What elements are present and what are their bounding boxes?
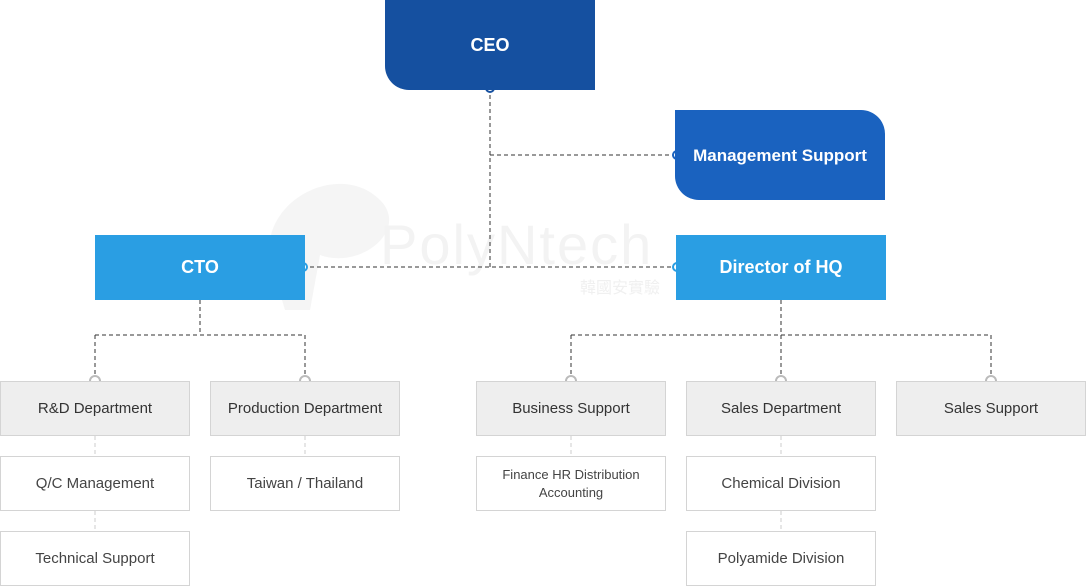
taiwan-thailand-node: Taiwan / Thailand [210,456,400,511]
taiwan-thailand-label: Taiwan / Thailand [246,475,364,492]
production-department-node: Production Department [210,381,400,436]
ceo-label: CEO [470,34,510,55]
rd-department-label: R&D Department [37,400,153,417]
rd-department-node: R&D Department [0,381,190,436]
director-hq-label: Director of HQ [719,257,843,277]
management-support-node: Management Support [675,110,885,200]
sales-support-node: Sales Support [896,381,1086,436]
technical-support-label: Technical Support [35,550,155,567]
qc-management-label: Q/C Management [35,475,155,492]
sales-support-label: Sales Support [943,400,1039,417]
technical-support-node: Technical Support [0,531,190,586]
cto-label: CTO [181,257,219,277]
qc-management-node: Q/C Management [0,456,190,511]
director-hq-node: Director of HQ [676,235,886,300]
sales-department-node: Sales Department [686,381,876,436]
polyamide-division-label: Polyamide Division [717,550,845,567]
ceo-node: CEO [385,0,595,90]
chemical-division-node: Chemical Division [686,456,876,511]
polyamide-division-node: Polyamide Division [686,531,876,586]
production-department-label: Production Department [227,400,383,417]
finance-hr-node: Finance HR Distribution Accounting [476,456,666,511]
management-support-label: Management Support [693,145,867,165]
chemical-division-label: Chemical Division [721,475,841,492]
finance-hr-label: Finance HR Distribution Accounting [502,466,640,500]
business-support-node: Business Support [476,381,666,436]
cto-node: CTO [95,235,305,300]
business-support-label: Business Support [512,400,630,417]
sales-department-label: Sales Department [720,400,842,417]
